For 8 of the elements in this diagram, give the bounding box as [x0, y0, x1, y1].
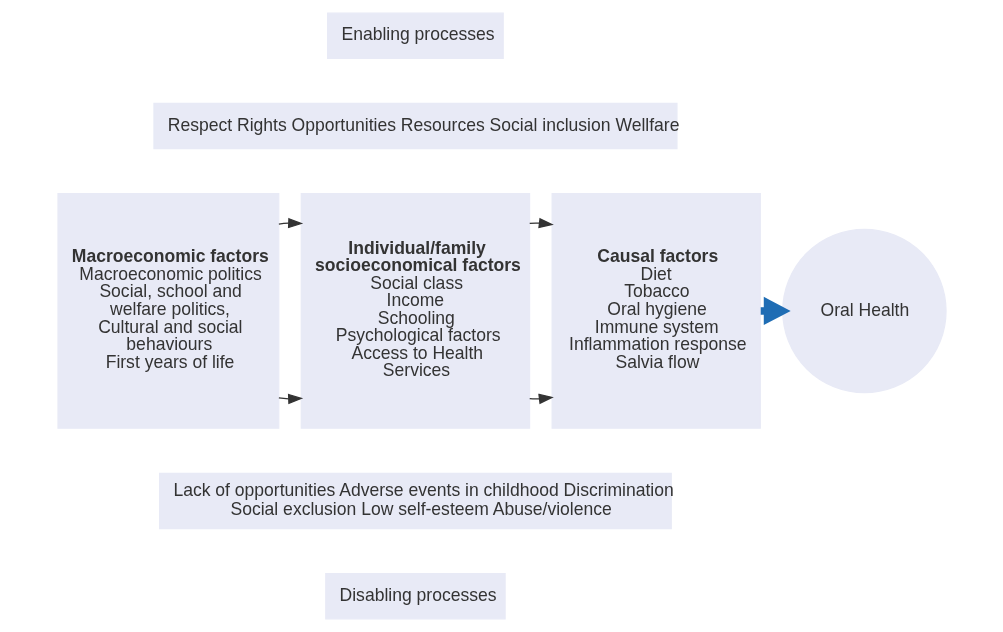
node-box: Individual/family socioeconomical factors Social class Income Schooling Psychological factors Access to Health Services: [300, 193, 530, 429]
arrow: [528, 217, 554, 229]
node-box: Respect Rights Opportunities Resources Social inclusion Wellfare: [152, 102, 678, 150]
arrow: [528, 393, 554, 405]
arrow: [277, 393, 303, 405]
node-box: Causal factors Diet Tobacco Oral hygiene Immune system Inflammation response Salvia flow: [551, 193, 761, 429]
node-circle: Oral Health: [781, 228, 947, 394]
node-box: Macroeconomic factors Macroeconomic politics Social, school and welfare politics, Cultural and social behaviours First years of life: [56, 193, 279, 429]
